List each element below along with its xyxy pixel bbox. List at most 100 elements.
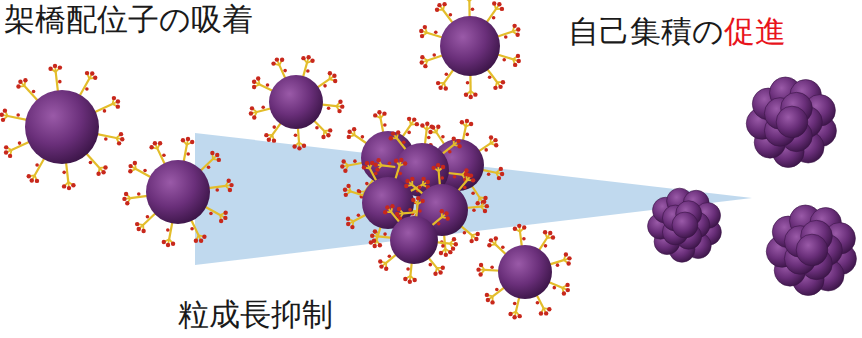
ligand-atom (194, 239, 198, 243)
ligand-atom (338, 100, 342, 104)
ligand-atom (378, 259, 382, 263)
ligand-atom (116, 99, 120, 103)
ligand-atom (62, 184, 66, 188)
ligand-atom (90, 71, 94, 75)
ligand-atom (452, 237, 456, 241)
ligand-atom (383, 232, 387, 236)
ligand-atom (376, 158, 380, 162)
ligand-atom (502, 58, 506, 62)
ligand-atom (539, 311, 543, 315)
ligand-atom (420, 55, 424, 59)
ligand-atom (515, 33, 519, 37)
ligand-atom (474, 237, 478, 241)
ligand-atom (346, 184, 350, 188)
ligand-atom (373, 229, 377, 233)
ligand-atom (478, 272, 482, 276)
ligand-atom (158, 141, 162, 145)
ligand-atom (513, 63, 517, 67)
ligand-atom (3, 108, 7, 112)
ligand-atom (536, 301, 540, 305)
ligand-atom (513, 226, 517, 230)
ligand-atom (397, 207, 401, 211)
coated-particle (122, 137, 234, 248)
ligand-atom (437, 3, 441, 7)
particle-cluster (648, 188, 722, 262)
ligand-atom (471, 7, 475, 11)
particle-sphere (432, 139, 484, 191)
ligand-atom (436, 163, 440, 167)
ligand-atom (454, 242, 458, 246)
ligand-atom (372, 239, 376, 243)
ligand-atom (186, 137, 190, 141)
label: 架橋配位子の吸着 (4, 2, 253, 38)
ligand-atom (283, 69, 287, 73)
ligand-atom (357, 189, 361, 193)
ligand-atom (556, 263, 560, 267)
ligand-atom (517, 314, 521, 318)
cluster-sphere (796, 234, 828, 266)
ligand-atom (565, 283, 569, 287)
ligand-atom (58, 65, 62, 69)
ligand-atom (346, 222, 350, 226)
ligand-atom (566, 261, 570, 265)
ligand-atom (162, 240, 166, 244)
ligand-atom (343, 169, 347, 173)
ligand-atom (85, 71, 89, 75)
ligand-atom (449, 13, 453, 17)
ligand-atom (302, 144, 306, 148)
ligand-atom (321, 135, 325, 139)
ligand-atom (493, 138, 497, 142)
wedge (195, 133, 752, 265)
particle-sphere (25, 90, 99, 164)
ligand-atom (133, 161, 137, 165)
ligand-atom (256, 76, 260, 80)
ligand-atom (428, 130, 432, 134)
ligand-atom (332, 74, 336, 78)
ligand-atom (513, 302, 517, 306)
ligand-atom (310, 59, 314, 63)
ligand-atom (472, 208, 476, 212)
ligand-atom (4, 145, 8, 149)
ligand-atom (297, 146, 301, 150)
ligand-atom (365, 161, 369, 165)
ligand-atom (141, 229, 145, 233)
ligand-atom (522, 225, 526, 229)
ligand-atom (340, 104, 344, 108)
ligand-atom (403, 161, 407, 165)
ligand-atom (407, 131, 411, 135)
ligand-atom (347, 130, 351, 134)
ligand-atom (275, 57, 279, 61)
ligand-atom (469, 239, 473, 243)
ligand-atom (343, 188, 347, 192)
ligand-atom (469, 122, 473, 126)
ligand-atom (383, 210, 387, 214)
ligand-atom (8, 154, 12, 158)
ligand-atom (89, 161, 93, 165)
ligand-atom (128, 169, 132, 173)
ligand-atom (35, 163, 39, 167)
ligand-atom (420, 60, 424, 64)
ligand-atom (484, 148, 488, 152)
ligand-atom (501, 80, 505, 84)
ligand-atom (457, 144, 461, 148)
ligand-atom (440, 176, 444, 180)
ligand-atom (16, 113, 20, 117)
ligand-atom (228, 188, 232, 192)
ligand-atom (544, 311, 548, 315)
ligand-atom (186, 152, 190, 156)
ligand-atom (229, 183, 233, 187)
ligand-atom (490, 300, 494, 304)
ligand-atom (390, 204, 394, 208)
ligand-atom (444, 86, 448, 90)
ligand-atom (435, 8, 439, 12)
ligand-atom (396, 214, 400, 218)
ligand-atom (544, 244, 548, 248)
ligand-branch (469, 0, 474, 1)
ligand-atom (498, 85, 502, 89)
ligand-atom (500, 7, 504, 11)
particle-cluster (766, 205, 856, 296)
particles (0, 0, 856, 320)
ligand-atom (436, 125, 440, 129)
ligand-atom (223, 216, 227, 220)
